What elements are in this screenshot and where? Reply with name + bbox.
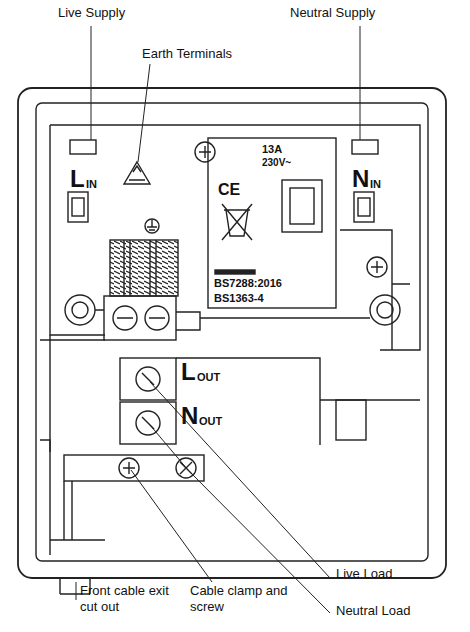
callout-label: Cable clamp and screw [190, 583, 288, 614]
standard-text: BS7288:2016 [214, 277, 282, 290]
terminal-letter: L [181, 358, 196, 387]
callout-label: Neutral Supply [290, 5, 375, 21]
terminal-subscript: IN [370, 178, 381, 191]
callout-label: Neutral Load [336, 603, 410, 619]
callout-label: Live Load [336, 566, 392, 582]
rating-text: 230V~ [262, 157, 291, 169]
terminal-subscript: OUT [197, 371, 220, 384]
callout-label: Front cable exit cut out [80, 583, 180, 614]
terminal-subscript: OUT [199, 415, 222, 428]
standard-text: BS1363-4 [214, 292, 264, 305]
rating-text: 13A [262, 143, 282, 156]
terminal-letter: N [181, 402, 198, 431]
terminal-subscript: IN [86, 178, 97, 191]
callout-label: Earth Terminals [142, 46, 232, 62]
terminal-letter: L [70, 165, 85, 194]
terminal-letter: N [352, 165, 369, 194]
callout-label: Live Supply [58, 5, 125, 21]
ce-mark: CE [218, 180, 240, 199]
